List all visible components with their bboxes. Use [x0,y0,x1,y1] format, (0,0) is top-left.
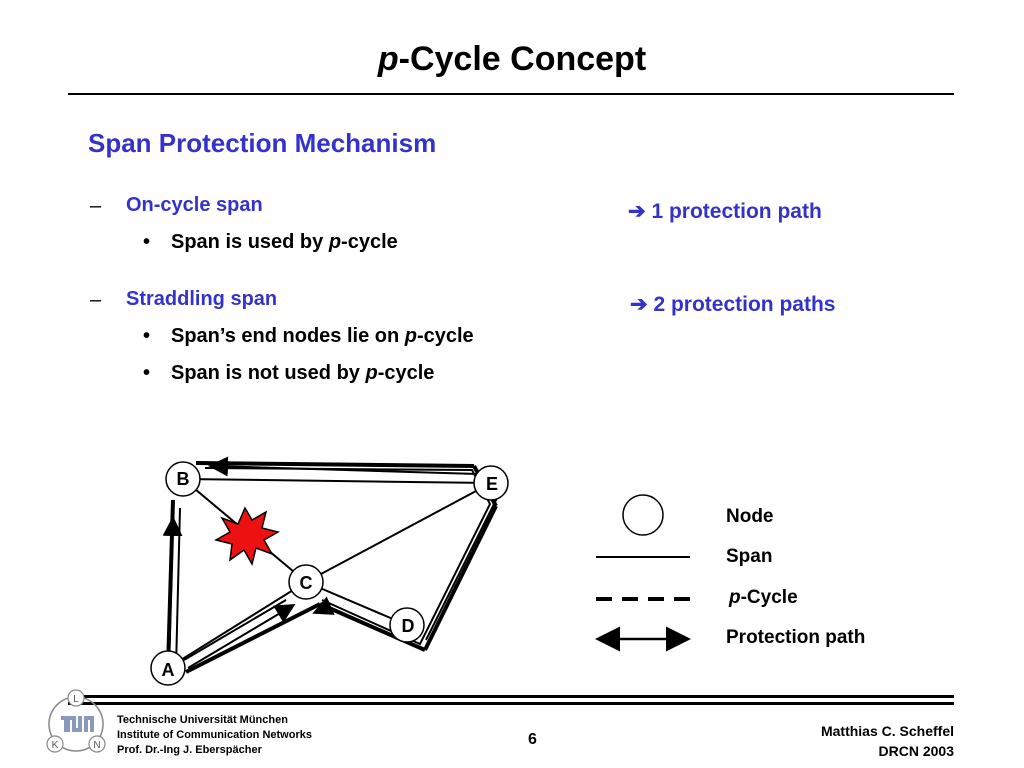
text-prefix: Span’s end nodes lie on [171,325,405,347]
slide-subtitle: Span Protection Mechanism [88,128,437,158]
span-a-c [167,581,307,669]
network-diagram: A B C D E [150,456,509,686]
title-divider [68,93,954,95]
bullet-dot: • [143,325,151,347]
node-c [288,564,324,600]
legend-node-icon [622,494,664,536]
straddling-sub2: Span is not used by p-cycle [171,362,434,385]
footer-divider [68,695,954,698]
result-text: 2 protection paths [653,293,836,316]
span-c-d [305,581,408,626]
node-a [150,650,186,686]
footer-divider [68,702,954,705]
footer-author: Matthias C. Scheffel [820,723,954,739]
straddling-result: ➔ 2 protection paths [630,292,835,317]
straddling-label: Straddling span [126,288,278,310]
svg-text:K: K [52,740,59,751]
node-label-b: B [177,469,190,489]
node-label-c: C [300,573,313,593]
span-b-e [182,478,492,484]
slide-title: p-Cycle Concept [0,40,1024,79]
institute-logo: L K N [46,689,106,753]
footer-line2: Institute of Communication Networks [117,729,312,741]
text-suffix: -cycle [416,325,474,347]
svg-text:L: L [73,694,79,705]
dash-marker: – [90,195,102,217]
text-prefix: Span is not used by [171,362,366,384]
straddling-sub1: Span’s end nodes lie on p-cycle [171,325,474,348]
legend-symbols [595,494,691,652]
arrow-right-icon: ➔ [628,200,646,223]
result-text: 1 protection path [651,200,822,223]
legend-span-label: Span [726,546,773,567]
footer-institute: Technische Universität München Institute… [117,713,312,758]
svg-text:N: N [93,740,100,751]
span-c-e [305,482,492,583]
legend-pcycle-rest: -Cycle [740,587,798,608]
node-label-a: A [162,660,175,680]
oncycle-sub: Span is used by p-cycle [171,231,398,254]
title-italic: p [377,40,399,78]
footer-author-block: Matthias C. Scheffel DRCN 2003 [700,721,954,761]
bullet-dot: • [143,362,151,384]
legend-protection-label: Protection path [726,627,866,648]
node-e [473,465,509,501]
node-label-e: E [486,474,498,494]
arrow-right-icon: ➔ [630,293,648,316]
node-b [165,461,201,497]
title-rest: -Cycle Concept [398,40,647,78]
text-suffix: -cycle [377,362,435,384]
footer-event: DRCN 2003 [878,743,954,759]
oncycle-result: ➔ 1 protection path [628,199,822,224]
failure-icon [214,506,280,566]
legend-pcycle-italic: p [729,587,741,608]
footer-line1: Technische Universität München [117,714,288,726]
footer-line3: Prof. Dr.-Ing J. Eberspächer [117,744,262,756]
node-label-d: D [402,616,415,636]
node-d [389,607,425,643]
text-italic: p [404,325,417,347]
oncycle-label: On-cycle span [126,194,263,216]
text-italic: p [365,362,378,384]
legend-pcycle-label: p-Cycle [729,587,798,609]
dash-marker: – [90,289,102,311]
legend-node-label: Node [726,506,774,527]
text-italic: p [328,231,342,253]
page-number: 6 [528,731,537,748]
text-prefix: Span is used by [171,231,329,253]
bullet-dot: • [143,231,151,253]
text-suffix: -cycle [341,231,398,253]
